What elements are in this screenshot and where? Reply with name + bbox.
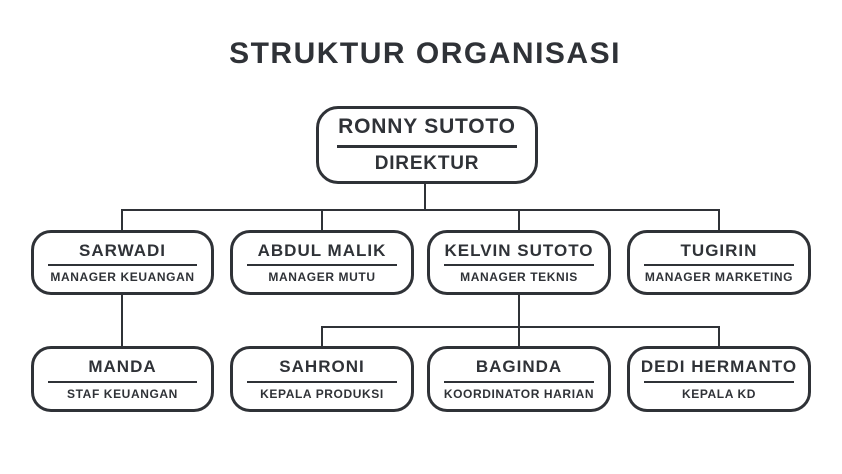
node-divider (444, 264, 594, 267)
node-name: TUGIRIN (680, 240, 758, 260)
node-role: KEPALA PRODUKSI (260, 386, 384, 401)
connector-drop-kepala-kd (718, 326, 720, 348)
node-name: DEDI HERMANTO (640, 357, 798, 377)
node-divider (247, 264, 397, 267)
connector-drop-manager-marketing (718, 209, 720, 232)
org-node-kepala-produksi: SAHRONI KEPALA PRODUKSI (230, 346, 414, 412)
connector-drop-manager-teknis (518, 209, 520, 232)
connector-drop-manager-keuangan (121, 209, 123, 232)
org-node-manager-mutu: ABDUL MALIK MANAGER MUTU (230, 230, 414, 295)
node-divider (337, 144, 517, 148)
page-title: STRUKTUR ORGANISASI (229, 37, 621, 70)
org-node-manager-marketing: TUGIRIN MANAGER MARKETING (627, 230, 811, 295)
node-name: RONNY SUTOTO (338, 115, 516, 139)
node-name: KELVIN SUTOTO (444, 240, 594, 260)
connector-sarwadi-manda (121, 294, 123, 348)
node-role: KEPALA KD (681, 386, 757, 401)
org-node-kepala-kd: DEDI HERMANTO KEPALA KD (627, 346, 811, 412)
node-role: KOORDINATOR HARIAN (443, 386, 595, 401)
org-node-manager-teknis: KELVIN SUTOTO MANAGER TEKNIS (427, 230, 611, 295)
org-node-manager-keuangan: SARWADI MANAGER KEUANGAN (31, 230, 214, 295)
connector-drop-kepala-produksi (321, 326, 323, 348)
connector-drop-manager-mutu (321, 209, 323, 232)
connector-direktur-stem (424, 182, 426, 211)
node-role: MANAGER TEKNIS (460, 270, 578, 285)
node-divider (444, 380, 594, 383)
org-node-direktur: RONNY SUTOTO DIREKTUR (316, 106, 538, 184)
node-name: ABDUL MALIK (257, 240, 387, 260)
node-name: MANDA (88, 357, 157, 377)
node-divider (48, 264, 197, 267)
node-role: STAF KEUANGAN (67, 386, 178, 401)
node-role: MANAGER MARKETING (644, 270, 794, 285)
node-divider (644, 380, 794, 383)
node-divider (644, 264, 794, 267)
node-role: MANAGER MUTU (268, 270, 376, 285)
connector-bus-level2 (121, 209, 720, 211)
org-node-koordinator-harian: BAGINDA KOORDINATOR HARIAN (427, 346, 611, 412)
node-role: MANAGER KEUANGAN (50, 270, 195, 285)
node-role: DIREKTUR (374, 152, 480, 174)
connector-kelvin-stem (518, 294, 520, 348)
node-name: SAHRONI (279, 357, 365, 377)
node-name: SARWADI (79, 240, 166, 260)
node-divider (247, 380, 397, 383)
node-name: BAGINDA (475, 357, 563, 377)
node-divider (48, 380, 197, 383)
connector-bus-level3 (321, 326, 720, 328)
org-node-staf-keuangan: MANDA STAF KEUANGAN (31, 346, 214, 412)
